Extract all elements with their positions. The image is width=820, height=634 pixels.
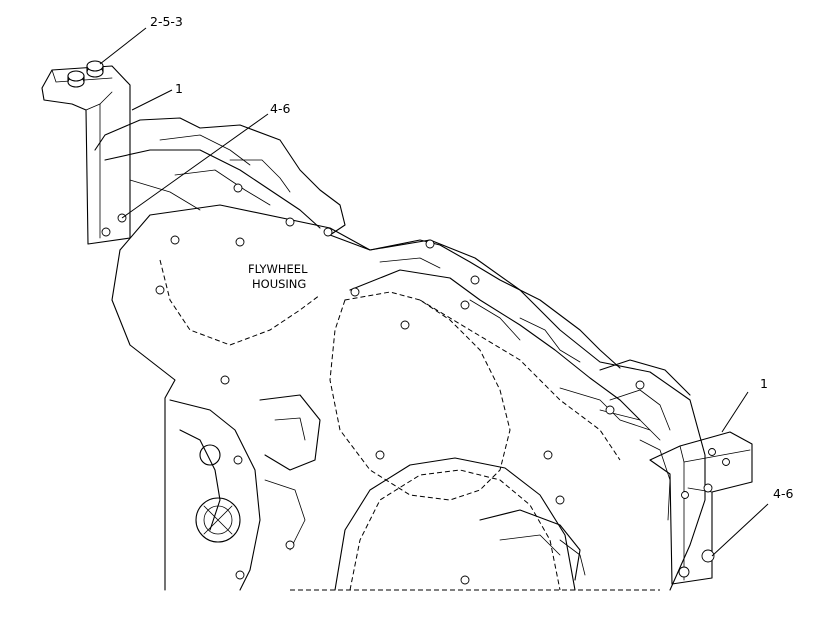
leader-top-fastener: [99, 27, 147, 65]
callout-leaders: [99, 27, 769, 557]
leader-left-bracket: [131, 89, 173, 111]
housing-bosses: [155, 183, 645, 585]
callout-right-bracket: 1: [760, 376, 768, 391]
callout-left-bolt: 4-6: [270, 101, 290, 116]
callout-top-fastener: 2-5-3: [150, 14, 183, 29]
housing-label-line2: HOUSING: [252, 277, 306, 291]
callout-left-bracket: 1: [175, 81, 183, 96]
leader-right-bracket: [721, 391, 749, 433]
leader-left-bolt: [121, 113, 269, 219]
flywheel-housing-drawing: [94, 117, 706, 591]
housing-label-line1: FLYWHEEL: [248, 262, 308, 276]
left-lifting-bracket: [41, 65, 131, 245]
right-lifting-bracket: [649, 431, 753, 585]
callout-right-bolt: 4-6: [773, 486, 793, 501]
leader-right-bolt: [711, 503, 769, 557]
top-bracket-bolts: [67, 60, 104, 88]
